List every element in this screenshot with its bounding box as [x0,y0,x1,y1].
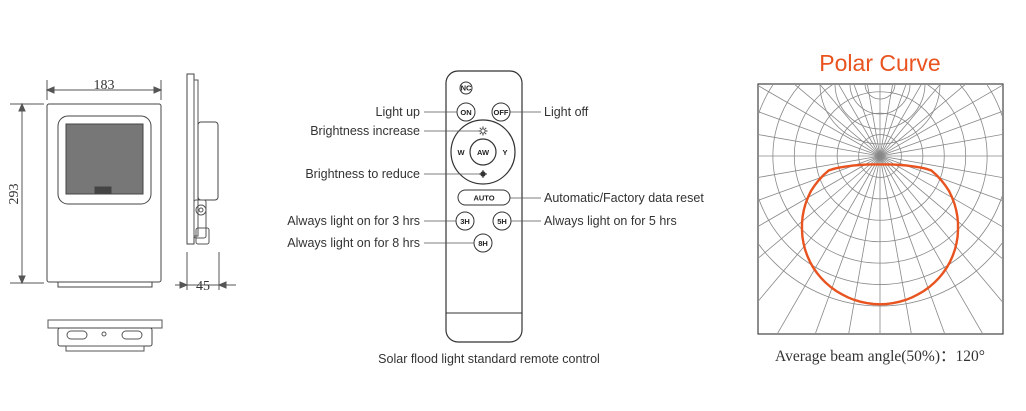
polar-spoke [879,85,922,157]
polar-spoke [879,155,1002,303]
8h-button: 8H [478,239,488,248]
polar-curve [800,163,960,306]
polar-spoke [867,85,881,157]
on-button: ON [460,108,471,117]
off-button: OFF [494,108,509,117]
polar-spoke [879,155,912,333]
brightness-down-icon [479,170,487,178]
polar-spoke [879,155,1002,201]
w-button: W [457,148,465,157]
polar-spoke [815,155,881,333]
aw-button: AW [477,148,490,157]
remote-leader-lines [424,111,541,244]
polar-spoke [838,85,881,157]
polar-spoke [759,155,881,301]
auto-button: AUTO [473,194,494,203]
polar-spoke [879,134,1002,157]
label-auto-reset: Automatic/Factory data reset [544,191,704,205]
polar-spoke [759,134,881,157]
polar-spoke [879,85,907,157]
polar-spoke [879,155,1002,259]
polar-spoke [819,85,881,157]
5h-button: 5H [497,217,507,226]
label-5h: Always light on for 5 hrs [544,214,677,228]
label-brightness-increase: Brightness increase [310,124,420,138]
y-button: Y [502,148,507,157]
width-dimension: 183 [94,78,115,93]
floodlight-drawing [10,73,236,352]
brightness-up-icon [478,126,488,136]
polar-spoke [759,155,881,201]
polar-spoke [759,111,881,157]
polar-spoke [759,155,881,227]
label-light-off: Light off [544,105,589,119]
polar-spoke [879,85,1002,157]
polar-spoke [879,85,893,157]
polar-spoke [759,155,881,178]
polar-spoke [879,155,1002,178]
label-8h: Always light on for 8 hrs [287,236,420,250]
polar-spoke [879,111,1002,157]
label-3h: Always light on for 3 hrs [287,214,420,228]
beam-angle-text: Average beam angle(50%)：120° [775,348,985,365]
polar-spoke [759,85,881,157]
label-brightness-reduce: Brightness to reduce [305,167,420,181]
nc-button: NC [461,84,472,93]
remote-control [445,70,523,343]
depth-dimension: 45 [196,279,210,294]
polar-frame [757,83,1004,335]
polar-spoke [879,85,966,157]
polar-spoke [879,85,941,157]
polar-spoke [879,155,1002,227]
polar-spoke [853,85,881,157]
polar-spoke [759,155,881,259]
polar-title: Polar Curve [819,50,940,76]
3h-button: 3H [460,217,470,226]
polar-spoke [848,155,881,333]
polar-spoke [794,85,881,157]
polar-spoke [879,155,945,333]
height-dimension: 293 [7,184,22,205]
remote-caption: Solar flood light standard remote contro… [378,352,600,366]
label-light-up: Light up [376,105,421,119]
